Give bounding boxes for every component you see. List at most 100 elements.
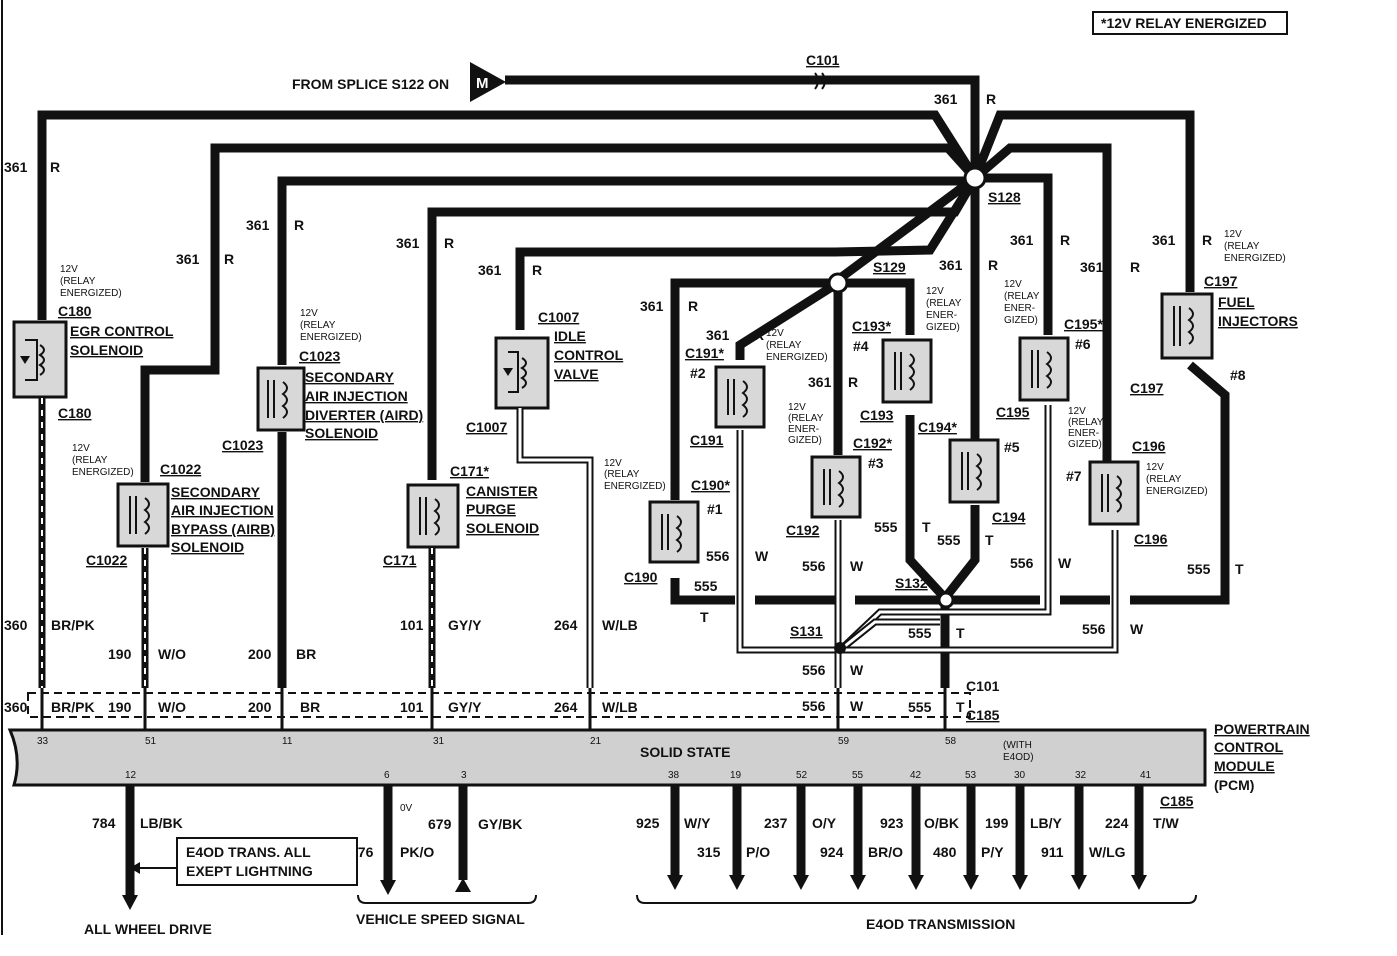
svg-text:W: W <box>850 698 864 714</box>
injector-6: C195* #6 C195 12V (RELAY ENER- GIZED) <box>996 279 1103 420</box>
svg-text:361: 361 <box>939 257 963 273</box>
svg-text:12V: 12V <box>926 286 944 297</box>
svg-text:SOLENOID: SOLENOID <box>70 342 143 358</box>
svg-text:556: 556 <box>802 558 826 574</box>
svg-text:R: R <box>1202 232 1212 248</box>
svg-text:51: 51 <box>145 736 157 747</box>
svg-text:W/LB: W/LB <box>602 617 638 633</box>
svg-text:T: T <box>700 609 709 625</box>
svg-text:C192*: C192* <box>853 435 892 451</box>
svg-text:(RELAY: (RELAY <box>766 340 802 351</box>
svg-text:C192: C192 <box>786 522 820 538</box>
svg-text:R: R <box>848 374 858 390</box>
svg-text:(RELAY: (RELAY <box>788 413 824 424</box>
svg-text:0V: 0V <box>400 803 413 814</box>
svg-text:ENERGIZED): ENERGIZED) <box>1224 253 1286 264</box>
svg-text:O/BK: O/BK <box>924 815 959 831</box>
svg-text:224: 224 <box>1105 815 1129 831</box>
svg-text:BYPASS (AIRB): BYPASS (AIRB) <box>171 521 275 537</box>
svg-text:SECONDARY: SECONDARY <box>305 369 395 385</box>
svg-text:361: 361 <box>808 374 832 390</box>
svg-text:C197: C197 <box>1130 380 1164 396</box>
output-wires <box>122 786 1147 910</box>
svg-text:555: 555 <box>937 532 961 548</box>
svg-text:T: T <box>985 532 994 548</box>
svg-text:361: 361 <box>176 251 200 267</box>
svg-text:AIR INJECTION: AIR INJECTION <box>171 502 274 518</box>
svg-text:C195: C195 <box>996 404 1030 420</box>
svg-text:(RELAY: (RELAY <box>60 276 96 287</box>
svg-text:C190: C190 <box>624 569 658 585</box>
svg-text:555: 555 <box>1187 561 1211 577</box>
svg-text:12V: 12V <box>300 308 318 319</box>
svg-text:58: 58 <box>945 736 957 747</box>
svg-text:C193: C193 <box>860 407 894 423</box>
svg-text:IDLE: IDLE <box>554 328 586 344</box>
idle-control-valve: C1007 IDLE CONTROL VALVE C1007 <box>466 309 624 435</box>
svg-text:GY/BK: GY/BK <box>478 816 522 832</box>
svg-text:(RELAY: (RELAY <box>72 455 108 466</box>
egr-control-solenoid: C180 EGR CONTROL SOLENOID C180 12V (RELA… <box>12 264 174 421</box>
svg-text:P/Y: P/Y <box>981 844 1004 860</box>
svg-text:12V: 12V <box>60 264 78 275</box>
svg-text:555: 555 <box>908 699 932 715</box>
svg-text:53: 53 <box>965 770 977 781</box>
c185-top-label: C185 <box>966 707 1000 723</box>
svg-text:924: 924 <box>820 844 844 860</box>
svg-text:ENER-: ENER- <box>1068 428 1099 439</box>
splice-s128-icon <box>963 166 987 190</box>
svg-text:GY/Y: GY/Y <box>448 617 482 633</box>
svg-text:361: 361 <box>640 298 664 314</box>
svg-text:R: R <box>1060 232 1070 248</box>
svg-text:12V: 12V <box>1146 462 1164 473</box>
svg-text:ENERGIZED): ENERGIZED) <box>766 352 828 363</box>
svg-text:ENERGIZED): ENERGIZED) <box>300 332 362 343</box>
svg-text:361: 361 <box>246 217 270 233</box>
injector-3: C192* #3 C192 12V (RELAY ENER- GIZED) <box>786 402 892 538</box>
svg-text:#1: #1 <box>707 501 723 517</box>
svg-text:GIZED): GIZED) <box>926 322 960 333</box>
svg-text:BR: BR <box>300 699 320 715</box>
svg-text:360: 360 <box>4 699 28 715</box>
svg-text:E4OD TRANS. ALL: E4OD TRANS. ALL <box>186 844 311 860</box>
svg-text:101: 101 <box>400 617 424 633</box>
s128-label: S128 <box>988 189 1021 205</box>
svg-text:315: 315 <box>697 844 721 860</box>
svg-text:55: 55 <box>852 770 864 781</box>
svg-text:361: 361 <box>396 235 420 251</box>
svg-text:(WITH: (WITH <box>1003 740 1032 751</box>
svg-text:PK/O: PK/O <box>400 844 434 860</box>
c101-top-label: C101 <box>806 52 840 68</box>
svg-text:O/Y: O/Y <box>812 815 837 831</box>
connector-m-icon: M <box>470 62 506 102</box>
pcm-solid-state: SOLID STATE <box>640 744 730 760</box>
svg-text:E4OD): E4OD) <box>1003 752 1034 763</box>
svg-text:(PCM): (PCM) <box>1214 777 1254 793</box>
svg-text:C194: C194 <box>992 509 1026 525</box>
injector-8: C197 FUEL INJECTORS #8 C197 12V (RELAY E… <box>1130 229 1298 396</box>
svg-text:R: R <box>1130 259 1140 275</box>
svg-text:SECONDARY: SECONDARY <box>171 484 261 500</box>
svg-text:264: 264 <box>554 617 578 633</box>
svg-text:C1007: C1007 <box>466 419 507 435</box>
svg-text:C195*: C195* <box>1064 316 1103 332</box>
svg-text:W/Y: W/Y <box>684 815 711 831</box>
svg-text:BR/PK: BR/PK <box>51 699 95 715</box>
svg-text:555: 555 <box>694 578 718 594</box>
svg-text:R: R <box>294 217 304 233</box>
svg-text:6: 6 <box>384 770 390 781</box>
svg-text:923: 923 <box>880 815 904 831</box>
svg-text:12V: 12V <box>1068 406 1086 417</box>
canister-purge-solenoid: C171* CANISTER PURGE SOLENOID C171 <box>383 463 539 568</box>
svg-text:R: R <box>754 327 764 343</box>
svg-text:361: 361 <box>4 159 28 175</box>
svg-text:T: T <box>956 625 965 641</box>
svg-text:361: 361 <box>478 262 502 278</box>
svg-text:EXEPT LIGHTNING: EXEPT LIGHTNING <box>186 863 313 879</box>
svg-text:19: 19 <box>730 770 742 781</box>
svg-text:(RELAY: (RELAY <box>1224 241 1260 252</box>
svg-text:W: W <box>850 558 864 574</box>
svg-text:GY/Y: GY/Y <box>448 699 482 715</box>
